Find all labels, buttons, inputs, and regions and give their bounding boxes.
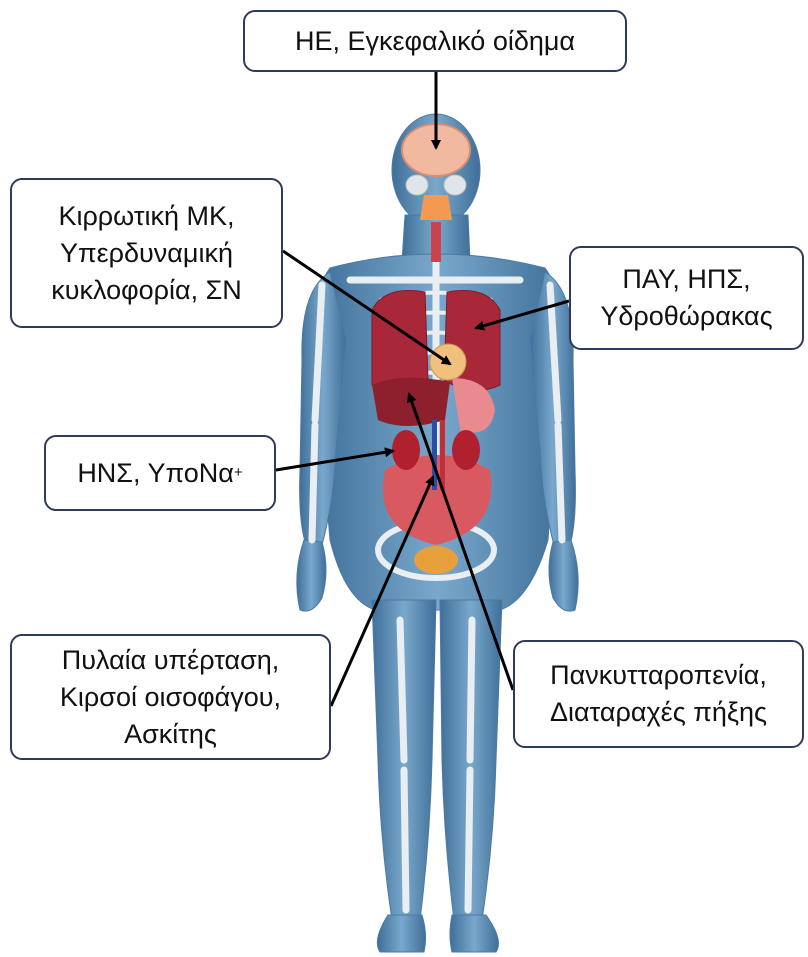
- label-lungs: ΠΑΥ, ΗΠΣ, Υδροθώρακας: [569, 246, 804, 350]
- label-blood-line-1: Πανκυτταροπενία,: [550, 657, 767, 694]
- label-portal-line-2: Κιρσοί οισοφάγου,: [60, 679, 281, 716]
- label-kidneys-text: ΗΝΣ, ΥποΝα: [77, 455, 234, 492]
- label-heart: Κιρρωτική ΜΚ, Υπερδυναμική κυκλοφορία, Σ…: [10, 178, 283, 328]
- label-blood: Πανκυτταροπενία, Διαταραχές πήξης: [513, 640, 804, 748]
- label-brain-line-1: ΗΕ, Εγκεφαλικό οίδημα: [295, 23, 575, 60]
- label-heart-line-2: Υπερδυναμική: [60, 235, 233, 272]
- label-portal-line-3: Ασκίτης: [124, 716, 217, 753]
- label-heart-line-1: Κιρρωτική ΜΚ,: [58, 198, 234, 235]
- label-heart-line-3: κυκλοφορία, ΣΝ: [51, 272, 242, 309]
- label-lungs-line-2: Υδροθώρακας: [600, 298, 772, 335]
- label-kidneys: ΗΝΣ, ΥποΝα+: [44, 435, 276, 511]
- label-blood-line-2: Διαταραχές πήξης: [550, 694, 767, 731]
- label-lungs-line-1: ΠΑΥ, ΗΠΣ,: [622, 261, 750, 298]
- label-brain: ΗΕ, Εγκεφαλικό οίδημα: [243, 10, 627, 72]
- label-portal-line-1: Πυλαία υπέρταση,: [62, 642, 280, 679]
- label-portal: Πυλαία υπέρταση, Κιρσοί οισοφάγου, Ασκίτ…: [10, 634, 331, 760]
